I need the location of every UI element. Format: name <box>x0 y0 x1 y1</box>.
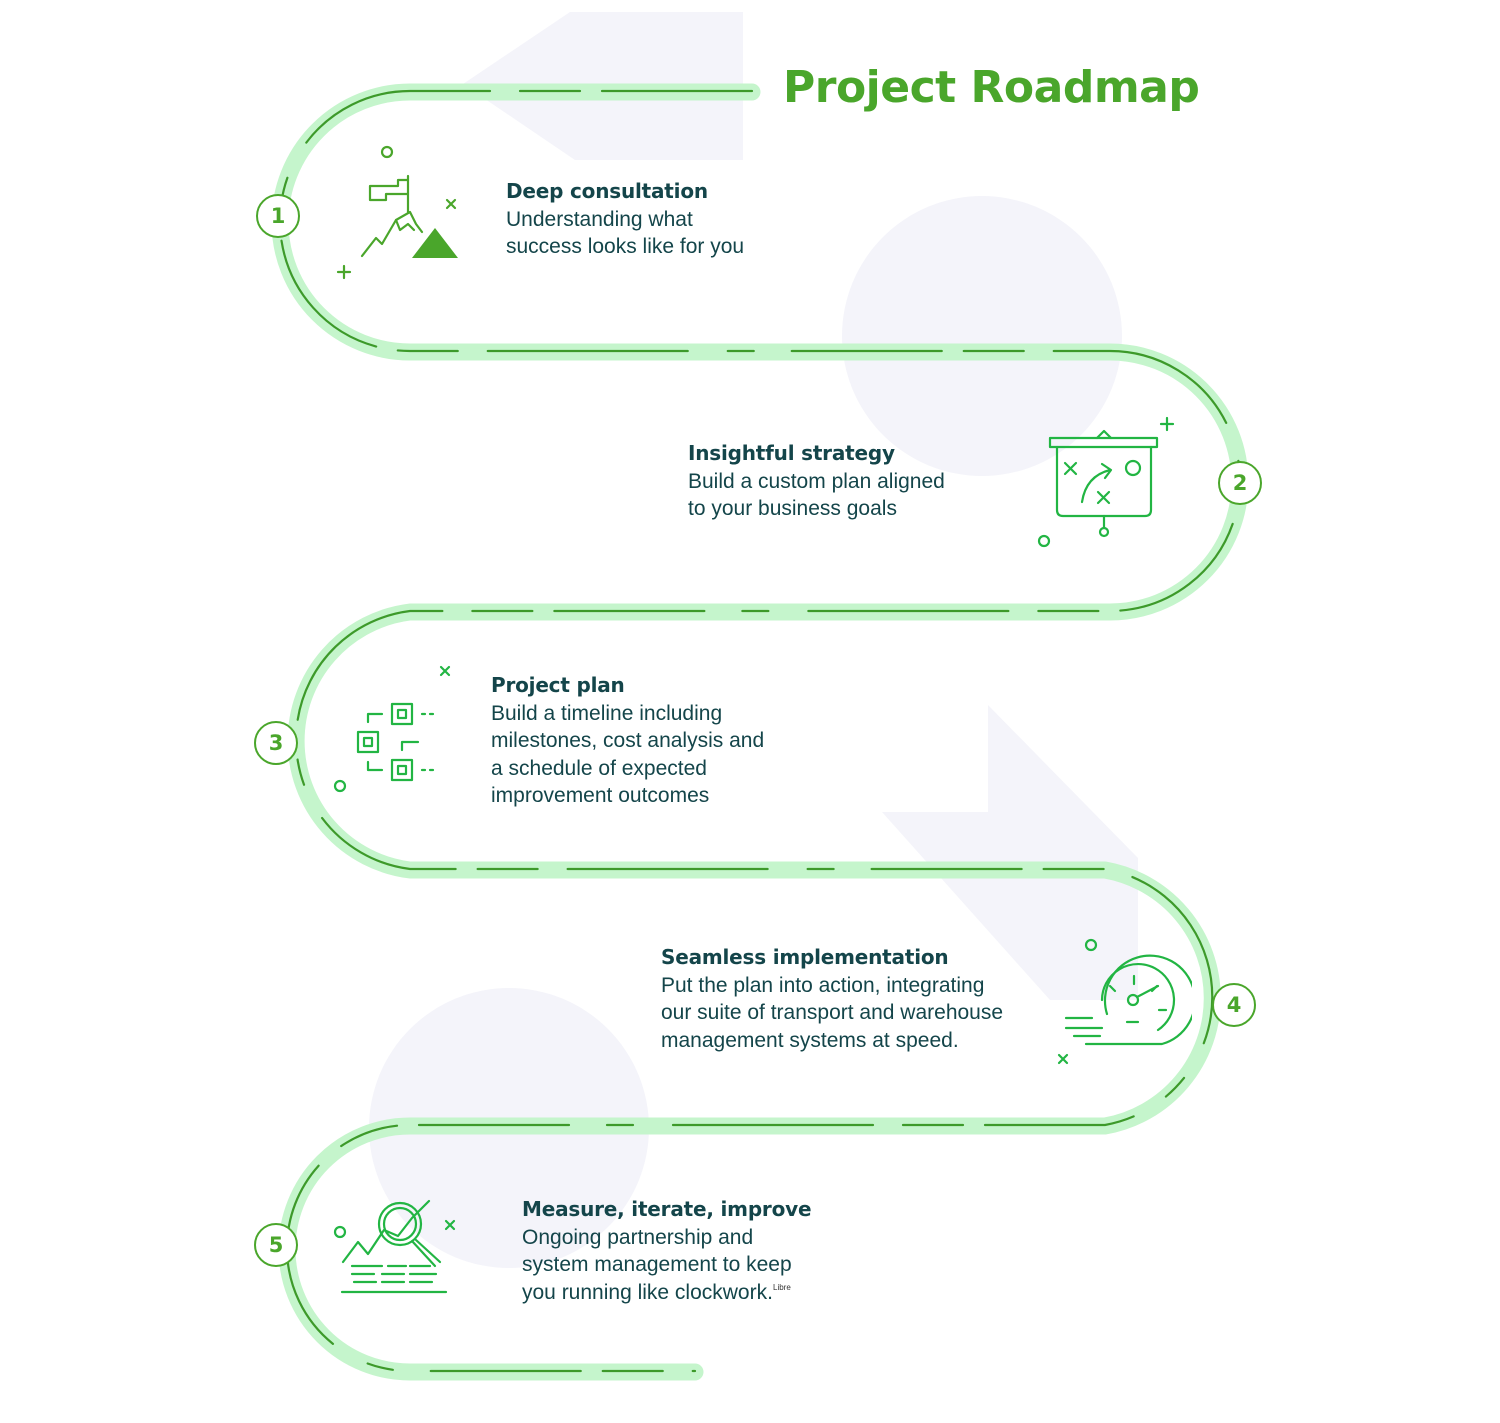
background-shapes <box>369 12 1138 1268</box>
mountain-flag-icon <box>330 140 465 290</box>
step-1-line-1: Understanding what <box>506 207 693 231</box>
step-4-heading: Seamless implementation <box>661 945 949 969</box>
page-title: Project Roadmap <box>783 62 1200 113</box>
step-2-number-badge: 2 <box>1218 461 1262 505</box>
step-5-number-badge: 5 <box>254 1223 298 1267</box>
step-1-heading: Deep consultation <box>506 179 708 203</box>
step-5-line-2: system management to keep <box>522 1253 792 1276</box>
step-5-text: Measure, iterate, improve Ongoing partne… <box>522 1196 812 1306</box>
step-5-heading: Measure, iterate, improve <box>522 1197 812 1221</box>
step-3-text: Project plan Build a timeline including … <box>491 672 764 810</box>
bg-circle-right <box>842 196 1122 476</box>
step-4-text: Seamless implementation Put the plan int… <box>661 944 1003 1054</box>
step-4-line-3: management systems at speed. <box>661 1028 959 1052</box>
bg-chevron-right <box>882 705 1138 1000</box>
road-center-dashes <box>278 89 1242 1373</box>
step-3-line-1: Build a timeline including <box>491 701 723 725</box>
step-5-line-1: Ongoing partnership and <box>522 1225 754 1249</box>
step-2-line-2: to your business goals <box>688 497 897 520</box>
step-1-number-badge: 1 <box>256 194 300 238</box>
step-3-line-3: a schedule of expected <box>491 756 707 780</box>
step-1-line-2: success looks like for you <box>506 235 745 258</box>
step-4-line-1: Put the plan into action, integrating <box>661 973 985 997</box>
plan-blocks-icon <box>328 660 458 800</box>
step-5-line-3: you running like clockwork. <box>522 1280 773 1304</box>
step-2-heading: Insightful strategy <box>688 441 895 465</box>
step-4-line-2: our suite of transport and warehouse <box>661 1001 1004 1024</box>
watermark-text: Libre <box>773 1283 791 1292</box>
step-3-number-badge: 3 <box>254 721 298 765</box>
step-2-text: Insightful strategy Build a custom plan … <box>688 440 945 523</box>
step-1-text: Deep consultation Understanding what suc… <box>506 178 744 261</box>
step-2-line-1: Build a custom plan aligned <box>688 469 945 493</box>
analytics-magnifier-icon <box>328 1196 463 1306</box>
strategy-board-icon <box>1030 410 1190 560</box>
speedometer-icon <box>1052 932 1197 1077</box>
step-3-line-4: improvement outcomes <box>491 784 710 807</box>
step-4-number-badge: 4 <box>1212 983 1256 1027</box>
step-3-heading: Project plan <box>491 673 625 697</box>
step-3-line-2: milestones, cost analysis and <box>491 729 765 752</box>
